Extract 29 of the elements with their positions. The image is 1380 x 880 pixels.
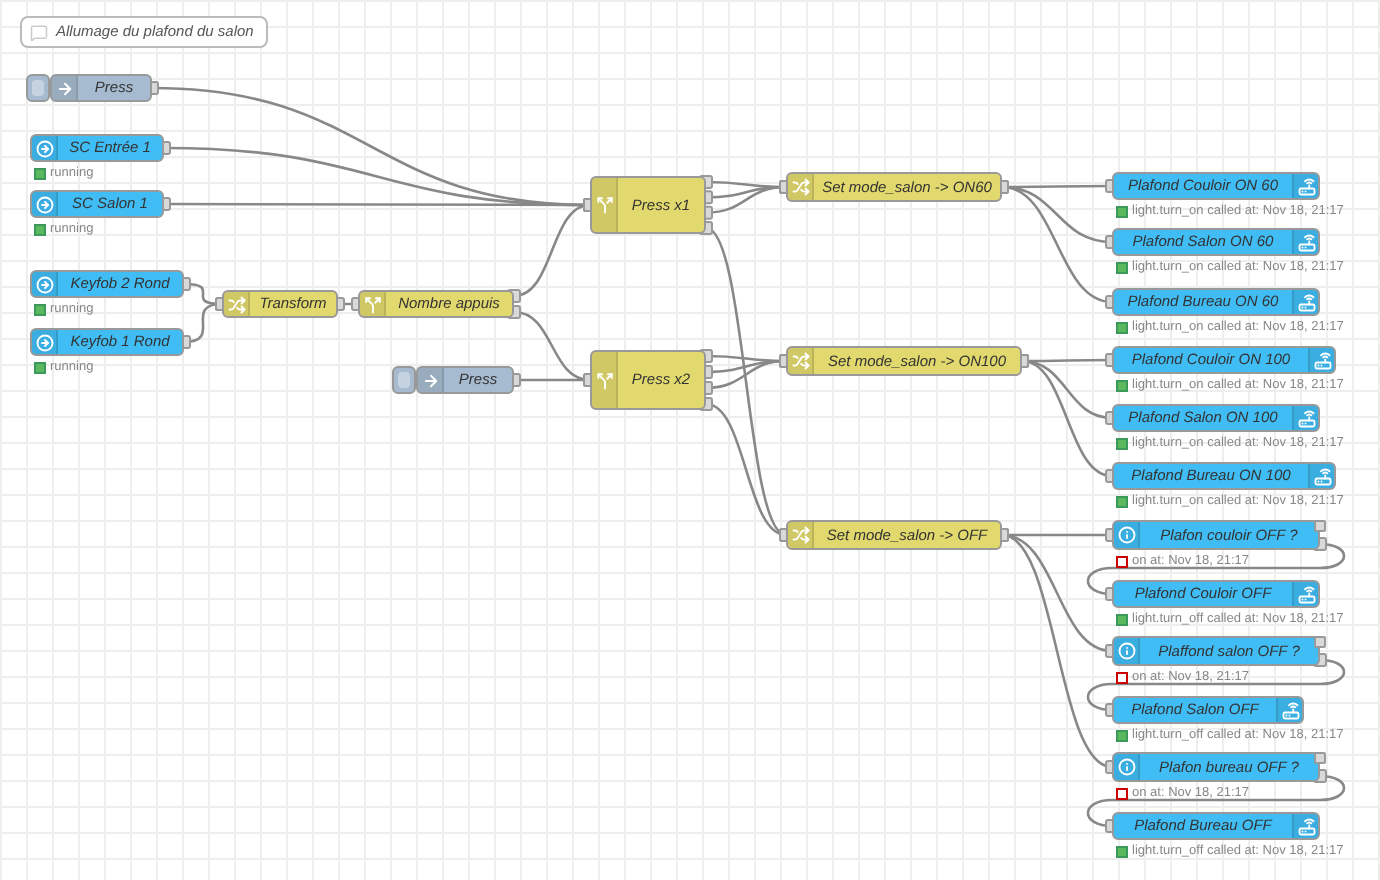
change-node: [786, 172, 1002, 202]
wire: [1086, 769, 1345, 833]
state-node: [1112, 520, 1320, 550]
switch-node: [590, 350, 706, 410]
wire: [1086, 653, 1345, 717]
service-node: [1112, 228, 1320, 256]
change-node: [786, 346, 1022, 376]
switch-node: [358, 290, 514, 318]
event-node: [30, 190, 164, 218]
event-node: [30, 134, 164, 162]
service-node: [1112, 346, 1336, 374]
event-node: [30, 328, 184, 356]
change-node: [222, 290, 338, 318]
service-node: [1112, 696, 1304, 724]
state-node: [1112, 636, 1320, 666]
switch-node: [590, 176, 706, 234]
comment-node: [20, 16, 268, 48]
service-node: [1112, 288, 1320, 316]
inject-node: [50, 74, 152, 102]
wire: [1086, 537, 1345, 601]
inject-node: [416, 366, 514, 394]
change-node: [786, 520, 1002, 550]
event-node: [30, 270, 184, 298]
service-node: [1112, 172, 1320, 200]
state-node: [1112, 752, 1320, 782]
service-node: [1112, 580, 1320, 608]
service-node: [1112, 404, 1320, 432]
service-node: [1112, 812, 1320, 840]
service-node: [1112, 462, 1336, 490]
